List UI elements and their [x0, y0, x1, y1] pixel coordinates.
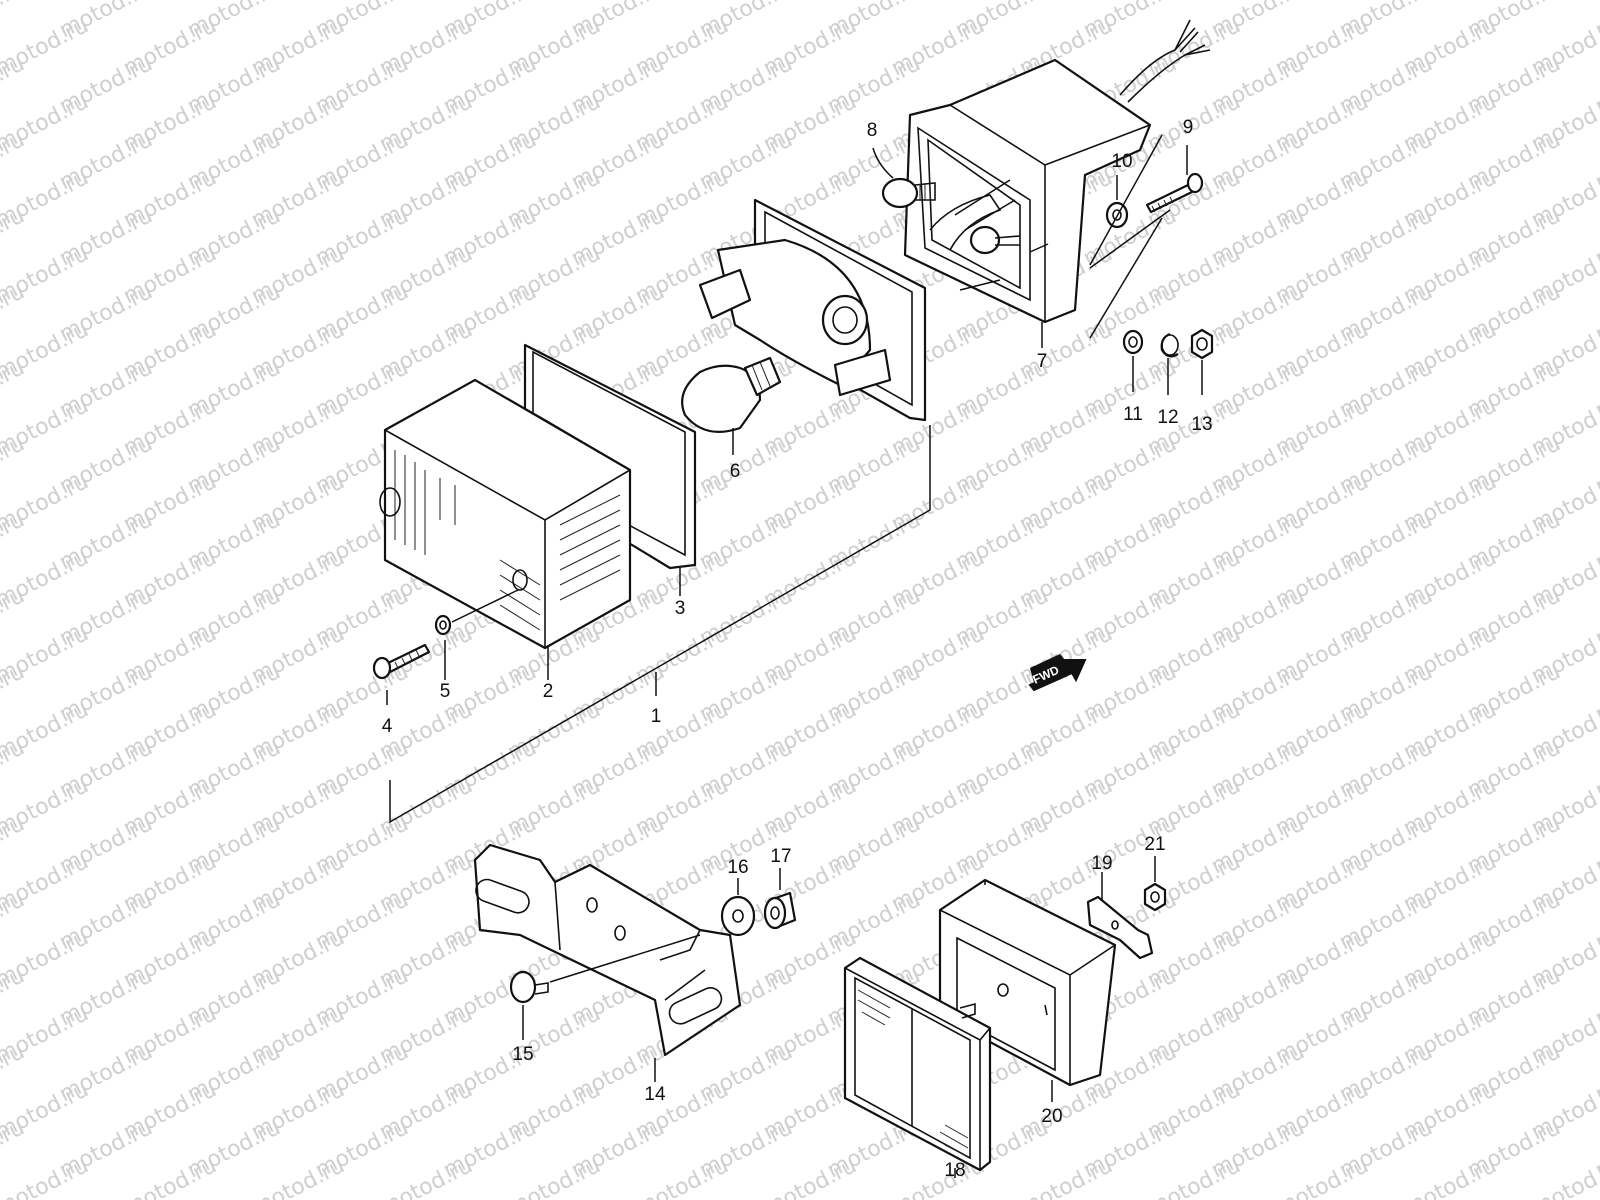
bulb-socket-plate — [698, 194, 1021, 422]
callout-11: 11 — [1123, 404, 1143, 425]
callout-13: 13 — [1191, 414, 1212, 435]
watermark-text: motod.ru — [1207, 1191, 1308, 1200]
hex-nut — [1190, 328, 1214, 360]
callout-8: 8 — [867, 120, 878, 141]
reflector-bracket — [1086, 895, 1154, 960]
callout-5: 5 — [440, 681, 451, 702]
watermark-text: motod.ru — [55, 1191, 156, 1200]
callout-numbers: 1 2 3 4 5 6 7 8 9 10 11 12 13 14 15 16 1… — [382, 117, 1213, 1181]
watermark-text: motod.ru — [503, 1153, 604, 1200]
callout-17: 17 — [770, 846, 791, 867]
bracket-screw — [509, 970, 549, 1004]
callout-10: 10 — [1111, 151, 1132, 172]
callout-3: 3 — [675, 598, 686, 619]
callout-14: 14 — [644, 1084, 666, 1105]
callout-20: 20 — [1041, 1106, 1062, 1127]
watermark-text: motod.ru — [951, 1191, 1052, 1200]
mounting-bolt — [1145, 172, 1204, 214]
watermark-text: motod.ru — [1527, 1153, 1600, 1200]
rubber-washer — [720, 895, 756, 937]
position-bulb — [881, 177, 936, 209]
callout-2: 2 — [543, 681, 554, 702]
watermark-text: motod.ru — [1015, 1153, 1116, 1200]
callout-7: 7 — [1037, 351, 1048, 372]
leader-lines — [386, 134, 1203, 1178]
callout-18: 18 — [944, 1160, 965, 1181]
flat-washer — [1122, 329, 1144, 355]
watermark-text: motod.ru — [119, 1153, 220, 1200]
watermark-text: motod.ru — [311, 1191, 412, 1200]
callout-6: 6 — [730, 461, 741, 482]
watermark-text: motod.ru — [0, 0, 29, 43]
watermark-text: motod.ru — [1335, 1191, 1436, 1200]
watermark-text: motod.ru — [375, 1153, 476, 1200]
callout-1: 1 — [651, 706, 662, 727]
watermark-text: motod.ru — [247, 1153, 348, 1200]
callout-12: 12 — [1157, 407, 1178, 428]
watermark-text: motod.ru — [823, 1191, 924, 1200]
watermark-text: motod.ru — [759, 1153, 860, 1200]
callout-15: 15 — [512, 1044, 533, 1065]
watermark-text: motod.ru — [567, 1191, 668, 1200]
watermark-text: motod.ru — [183, 1191, 284, 1200]
watermark-text: motod.ru — [0, 1191, 29, 1200]
watermark-text: motod.ru — [439, 1191, 540, 1200]
callout-16: 16 — [727, 857, 748, 878]
callout-19: 19 — [1091, 853, 1112, 874]
lock-washer — [1160, 332, 1179, 358]
license-bracket — [473, 843, 742, 1057]
callout-21: 21 — [1144, 834, 1165, 855]
tail-lamp-lens — [379, 378, 632, 650]
watermark-text: motod.ru — [1143, 1153, 1244, 1200]
tail-bulb — [681, 356, 782, 433]
lens-screw — [372, 643, 431, 680]
watermark-text: motod.ru — [1271, 1153, 1372, 1200]
grommet — [763, 891, 797, 930]
rear-reflector — [843, 956, 992, 1172]
watermark-text: motod.ru — [1591, 0, 1600, 43]
callout-4: 4 — [382, 716, 393, 737]
reflector-nut — [1143, 882, 1167, 912]
lens-washer — [434, 614, 452, 636]
watermark-text: motod.ru — [1463, 1191, 1564, 1200]
watermark-text: motod.ru — [1399, 1153, 1500, 1200]
watermark-text: motod.ru — [1079, 1191, 1180, 1200]
callout-9: 9 — [1183, 117, 1194, 138]
watermark-text: motod.ru — [695, 1191, 796, 1200]
watermark-text: motod.ru — [631, 1153, 732, 1200]
